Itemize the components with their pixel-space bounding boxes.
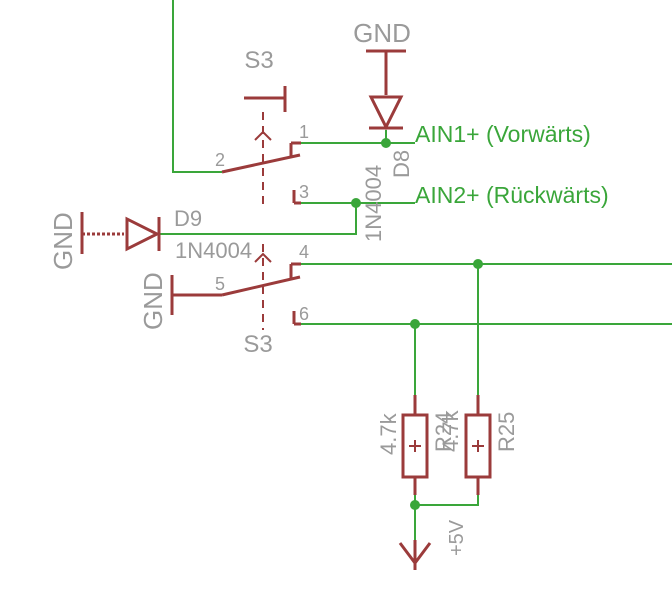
resistor-r24-name: R24 [431, 412, 456, 452]
pin-number-1: 1 [299, 122, 309, 142]
pin-number-3: 3 [299, 182, 309, 202]
junction-dot [410, 319, 420, 329]
gnd-symbol-pin5 [170, 275, 222, 315]
net-label-ain2: AIN2+ (Rückwärts) [415, 182, 609, 208]
wires [158, 0, 672, 540]
pin-number-2: 2 [215, 150, 225, 170]
gnd-label-pin5: GND [138, 272, 168, 330]
junction-dot [351, 198, 361, 208]
diode-d9-value: 1N4004 [175, 238, 252, 263]
switch-lever-upper [221, 153, 301, 174]
pin-number-5: 5 [215, 274, 225, 294]
supply-label: +5V [446, 519, 468, 556]
junctions [351, 138, 483, 510]
switch-linkage [254, 112, 272, 330]
junction-dot [473, 259, 483, 269]
switch-lever-lower [221, 275, 301, 297]
supply-arrow-icon [398, 540, 432, 570]
junction-dot [410, 500, 420, 510]
diode-d8 [366, 49, 406, 131]
wire-top-to-pin2 [172, 0, 222, 173]
junction-dot [381, 138, 391, 148]
diode-d9 [80, 212, 161, 254]
pin-number-6: 6 [299, 304, 309, 324]
pin-number-4: 4 [299, 242, 309, 262]
wire-r25-bottom [415, 495, 479, 506]
switch-name-top: S3 [244, 47, 273, 74]
diode-d8-value: 1N4004 [361, 165, 386, 242]
switch-name-bottom: S3 [243, 331, 272, 358]
diode-d9-name: D9 [174, 206, 202, 231]
switch-linkage-arrow [254, 252, 272, 263]
resistor-r25 [464, 395, 492, 495]
diode-body [125, 216, 161, 252]
net-label-ain1: AIN1+ (Vorwärts) [415, 121, 591, 147]
resistor-r24-value: 4.7k [376, 412, 401, 455]
resistor-r25-name: R25 [494, 412, 519, 452]
switch-linkage-arrow [254, 130, 272, 141]
gnd-label-d8: GND [353, 18, 411, 48]
resistor-r25-value: 4.7k [438, 409, 463, 452]
gnd-label-d9: GND [48, 212, 78, 270]
diode-body [368, 95, 404, 131]
supply-chevron [398, 542, 432, 566]
switch-s3 [221, 86, 301, 326]
wire-ain2-to-d9 [158, 203, 357, 235]
resistor-r24 [401, 395, 429, 495]
diode-d8-name: D8 [389, 150, 414, 178]
